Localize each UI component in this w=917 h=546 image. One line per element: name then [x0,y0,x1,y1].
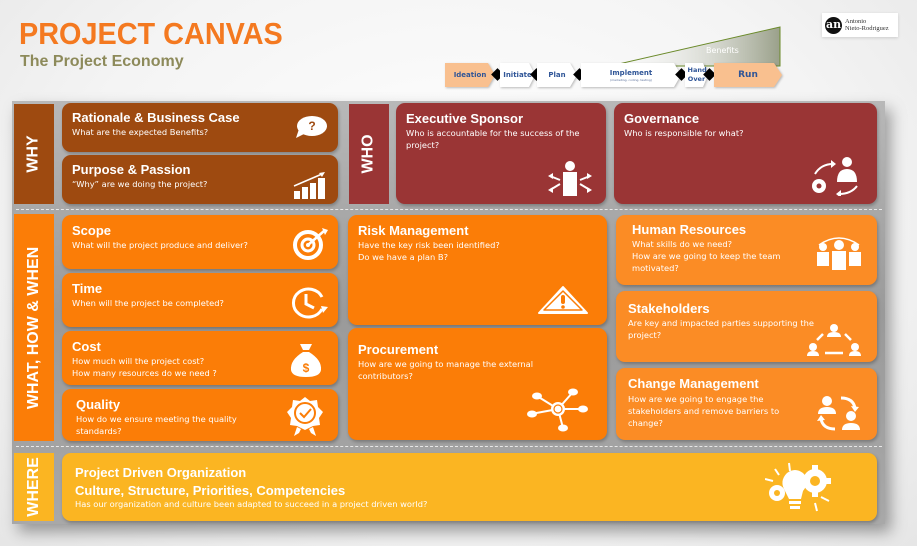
page-title: PROJECT CANVAS [19,16,283,51]
card-stakeholders[interactable]: Stakeholders Are key and impacted partie… [616,291,877,362]
section-divider [16,446,882,447]
governance-cycle-icon [812,157,858,196]
card-rationale[interactable]: Rationale & Business Case What are the e… [62,103,338,152]
phase-ideation: Ideation [445,63,495,87]
section-what-how-when: WHAT, HOW & WHEN [14,214,54,441]
growth-chart-icon [293,172,325,199]
people-exchange-icon [817,396,860,431]
phase-run: Run [714,63,782,87]
clock-icon [291,287,328,319]
card-quality[interactable]: Quality How do we ensure meeting the qua… [62,389,338,441]
card-human-resources[interactable]: Human Resources What skills do we need? … [616,215,877,285]
page-subtitle: The Project Economy [20,53,184,70]
money-bag-icon: $ [290,344,322,377]
phase-implement: Implement(marketing, coding, testing) [581,63,681,87]
section-who: WHO [349,104,389,204]
sponsor-arrows-icon [548,161,592,196]
card-project-driven-organization[interactable]: Project Driven Organization Culture, Str… [62,453,877,521]
author-logo: an Antonio Nieto-Rodriguez [822,13,898,37]
stakeholders-icon [807,324,861,356]
section-divider [16,209,882,210]
quality-badge-icon [287,397,323,436]
team-icon [817,237,861,270]
card-risk-management[interactable]: Risk Management Have the key risk been i… [348,215,607,325]
target-icon [293,228,328,260]
lightbulb-gears-icon [765,462,831,512]
section-where: WHERE [14,453,54,521]
card-procurement[interactable]: Procurement How are we going to manage t… [348,328,607,440]
logo-text: Antonio Nieto-Rodriguez [845,18,889,32]
benefits-wedge [610,26,781,67]
svg-text:?: ? [308,119,315,133]
network-icon [527,388,588,432]
card-scope[interactable]: Scope What will the project produce and … [62,215,338,269]
question-bubble-icon: ? [296,116,327,138]
card-purpose[interactable]: Purpose & Passion “Why” are we doing the… [62,155,338,204]
card-change-management[interactable]: Change Management How are we going to en… [616,368,877,440]
phase-plan: Plan [537,63,577,87]
card-executive-sponsor[interactable]: Executive Sponsor Who is accountable for… [396,103,606,204]
svg-text:$: $ [303,361,310,375]
card-time[interactable]: Time When will the project be completed? [62,273,338,327]
phase-initiate: Initiate [500,63,535,87]
card-cost[interactable]: Cost How much will the project cost? How… [62,331,338,385]
section-why: WHY [14,104,54,204]
card-governance[interactable]: Governance Who is responsible for what? [614,103,877,204]
warning-icon [538,286,588,314]
benefits-label: Benefits [706,46,739,55]
logo-mark: an [825,16,842,34]
phase-hand-over: Hand Over [685,63,708,87]
